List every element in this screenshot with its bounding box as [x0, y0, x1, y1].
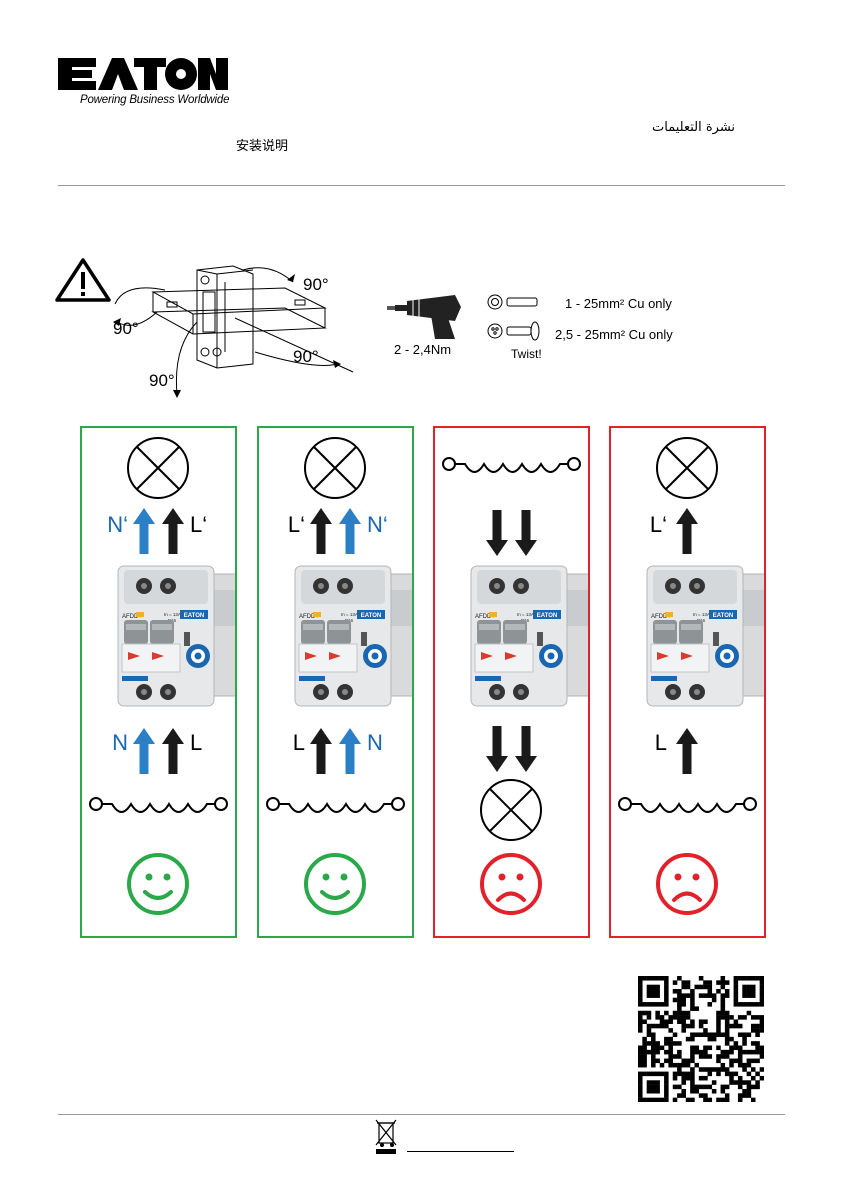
- terminal-label: L‘: [288, 512, 305, 537]
- weee-disposal-icon: [372, 1117, 400, 1155]
- line-arrow: [162, 508, 184, 554]
- load-coil-symbol: [619, 798, 756, 812]
- sad-face-icon: [482, 855, 540, 913]
- load-coil-symbol: [443, 458, 580, 472]
- device-label-rating: In = 13A: [164, 612, 181, 617]
- wiring-panel-1: N‘ L‘ AFDD+In = 13AB16EATON N L: [80, 426, 237, 938]
- afdd-device-image: AFDD+In = 13AB16EATON: [118, 566, 235, 706]
- load-coil-symbol: [90, 798, 227, 812]
- neutral-arrow: [133, 728, 155, 774]
- lamp-symbol: [128, 438, 188, 498]
- terminal-label: N‘: [367, 512, 388, 537]
- warning-icon: [57, 260, 109, 300]
- angle-label: 90°: [113, 319, 139, 338]
- lamp-symbol: [481, 780, 541, 840]
- line-arrow: [486, 726, 508, 772]
- terminal-label: N: [367, 730, 383, 755]
- terminal-label: L‘: [190, 512, 207, 537]
- line-arrow: [310, 508, 332, 554]
- terminal-label: L‘: [650, 512, 667, 537]
- happy-face-icon: [306, 855, 364, 913]
- line-arrow: [676, 728, 698, 774]
- afdd-device-image: AFDD+In = 13AB16EATON: [471, 566, 588, 706]
- line-arrow: [310, 728, 332, 774]
- afdd-device-image: AFDD+In = 13AB16EATON: [647, 566, 764, 706]
- language-label-chinese: 安装说明: [236, 135, 288, 154]
- stranded-wire-spec: 2,5 - 25mm² Cu only: [555, 327, 673, 342]
- terminal-label: L: [190, 730, 202, 755]
- twist-label: Twist!: [511, 347, 542, 361]
- angle-label: 90°: [303, 275, 329, 294]
- wiring-panel-4: L‘ AFDD+In = 13AB16EATON L: [609, 426, 766, 938]
- torque-spec: 2 - 2,4Nm: [394, 342, 451, 357]
- device-label-brand: EATON: [184, 613, 204, 619]
- lamp-symbol: [305, 438, 365, 498]
- neutral-arrow: [133, 508, 155, 554]
- footer-divider: [58, 1114, 785, 1115]
- angle-label: 90°: [149, 371, 175, 390]
- screwdriver-icon: [387, 295, 461, 339]
- line-arrow: [676, 508, 698, 554]
- terminal-label: L: [293, 730, 305, 755]
- footer-underline: [407, 1151, 514, 1152]
- afdd-device-image: AFDD+In = 13AB16EATON: [295, 566, 412, 706]
- line-arrow: [515, 726, 537, 772]
- device-label-brand: EATON: [713, 613, 733, 619]
- angle-label: 90°: [293, 347, 319, 366]
- tagline: Powering Business Worldwide: [80, 94, 229, 106]
- device-label-brand: EATON: [537, 613, 557, 619]
- terminal-label: N: [112, 730, 128, 755]
- terminal-label: L: [655, 730, 667, 755]
- qr-code[interactable]: [638, 976, 764, 1102]
- line-arrow: [486, 510, 508, 556]
- device-label-rating: In = 13A: [341, 612, 358, 617]
- mounting-diagram: 90° 90° 90° 90°: [55, 252, 355, 402]
- device-label-rating: In = 13A: [517, 612, 534, 617]
- device-label-brand: EATON: [361, 613, 381, 619]
- wiring-panel-2: L‘ N‘ AFDD+In = 13AB16EATON L N: [257, 426, 414, 938]
- sad-face-icon: [658, 855, 716, 913]
- language-label-arabic: نشرة التعليمات: [652, 120, 735, 135]
- happy-face-icon: [129, 855, 187, 913]
- terminal-label: N‘: [107, 512, 128, 537]
- line-arrow: [162, 728, 184, 774]
- lamp-symbol: [657, 438, 717, 498]
- line-arrow: [515, 510, 537, 556]
- load-coil-symbol: [267, 798, 404, 812]
- solid-wire-spec: 1 - 25mm² Cu only: [565, 296, 672, 311]
- device-label-rating: In = 13A: [693, 612, 710, 617]
- neutral-arrow: [339, 728, 361, 774]
- neutral-arrow: [339, 508, 361, 554]
- header-divider: [58, 185, 785, 186]
- wiring-panel-3: AFDD+In = 13AB16EATON: [433, 426, 590, 938]
